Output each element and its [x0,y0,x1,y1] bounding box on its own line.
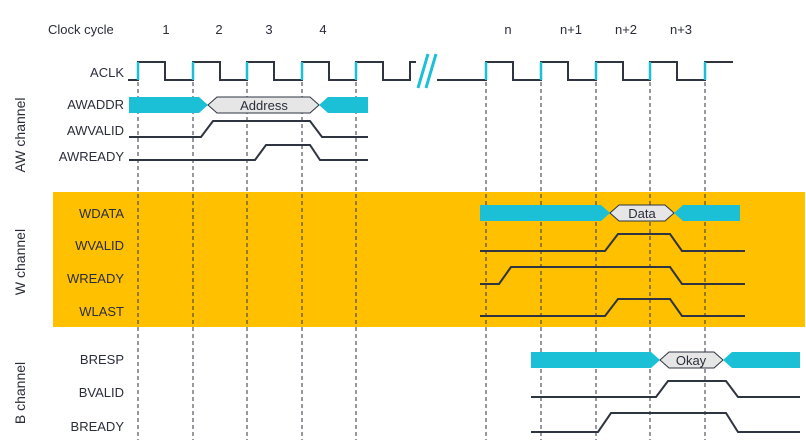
bvalid-wave [531,380,800,398]
awvalid-wave [129,120,368,138]
b-channel-label: B channel [12,362,28,424]
aclk-wave [128,61,733,81]
clock-cycle-title: Clock cycle [48,22,114,37]
wlast-wave [480,298,745,317]
signal-bresp: BRESP [80,352,124,367]
signal-wvalid: WVALID [75,238,124,253]
cycle-label-2: 2 [215,22,222,37]
signal-wready: WREADY [67,271,124,286]
w-channel-label: W channel [12,229,28,295]
signal-awaddr: AWADDR [67,97,124,112]
cycle-label-n: n [504,22,511,37]
signal-aclk: ACLK [90,65,124,80]
signal-bready: BREADY [71,419,125,434]
signal-bvalid: BVALID [79,385,124,400]
cycle-label-n3: n+3 [670,22,692,37]
cycle-label-n2: n+2 [615,22,637,37]
cycle-label-4: 4 [319,22,326,37]
awaddr-bus: Address [129,96,368,114]
aclk-rising-edges [136,62,707,80]
bready-wave [531,412,800,433]
time-break-icon [416,53,438,89]
cycle-guides [137,82,706,440]
bresp-bus: Okay [531,351,800,369]
awready-wave [129,144,368,161]
signal-awvalid: AWVALID [67,123,124,138]
signal-wdata: WDATA [79,206,124,221]
cycle-label-3: 3 [265,22,272,37]
wvalid-wave [480,233,745,252]
awaddr-value: Address [240,98,288,113]
signal-awready: AWREADY [59,149,125,164]
bresp-value: Okay [676,353,707,368]
cycle-label-1: 1 [162,22,169,37]
signal-wlast: WLAST [79,304,124,319]
cycle-label-n1: n+1 [560,22,582,37]
wready-wave [480,266,745,285]
wdata-value: Data [628,206,656,221]
wdata-bus: Data [480,204,740,222]
aw-channel-label: AW channel [12,98,28,173]
